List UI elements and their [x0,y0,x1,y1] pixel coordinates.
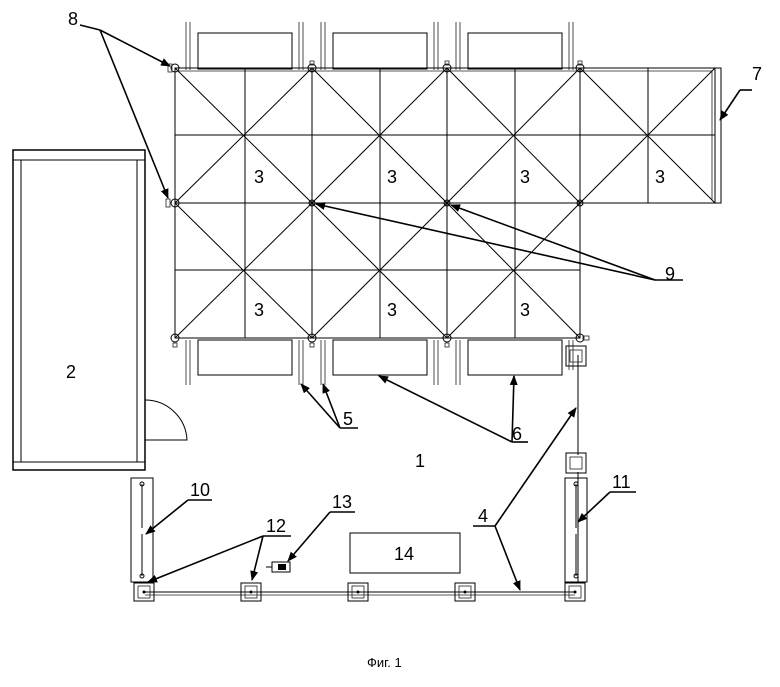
fence [131,355,578,595]
label-2: 2 [66,362,76,382]
label-6: 6 [512,424,522,444]
label-3-c: 3 [520,167,530,187]
label-8: 8 [68,9,78,29]
label-4: 4 [478,506,488,526]
figure-caption: Фиг. 1 [367,655,402,670]
post-square-icon [566,453,586,473]
fence-posts [134,346,586,601]
label-5: 5 [343,409,353,429]
label-13: 13 [332,492,352,512]
label-12: 12 [266,516,286,536]
label-10: 10 [190,480,210,500]
label-1: 1 [415,451,425,471]
label-3-a: 3 [254,167,264,187]
label-3-d: 3 [655,167,665,187]
label-7: 7 [752,64,762,84]
label-11: 11 [612,472,631,492]
gate-11 [565,478,587,582]
device-13 [266,562,290,572]
label-3-g: 3 [520,300,530,320]
label-14: 14 [394,544,414,564]
label-3-f: 3 [387,300,397,320]
label-3-b: 3 [387,167,397,187]
canopy-grid [175,68,721,338]
building-2 [13,150,187,470]
label-3-e: 3 [254,300,264,320]
label-9: 9 [665,264,675,284]
